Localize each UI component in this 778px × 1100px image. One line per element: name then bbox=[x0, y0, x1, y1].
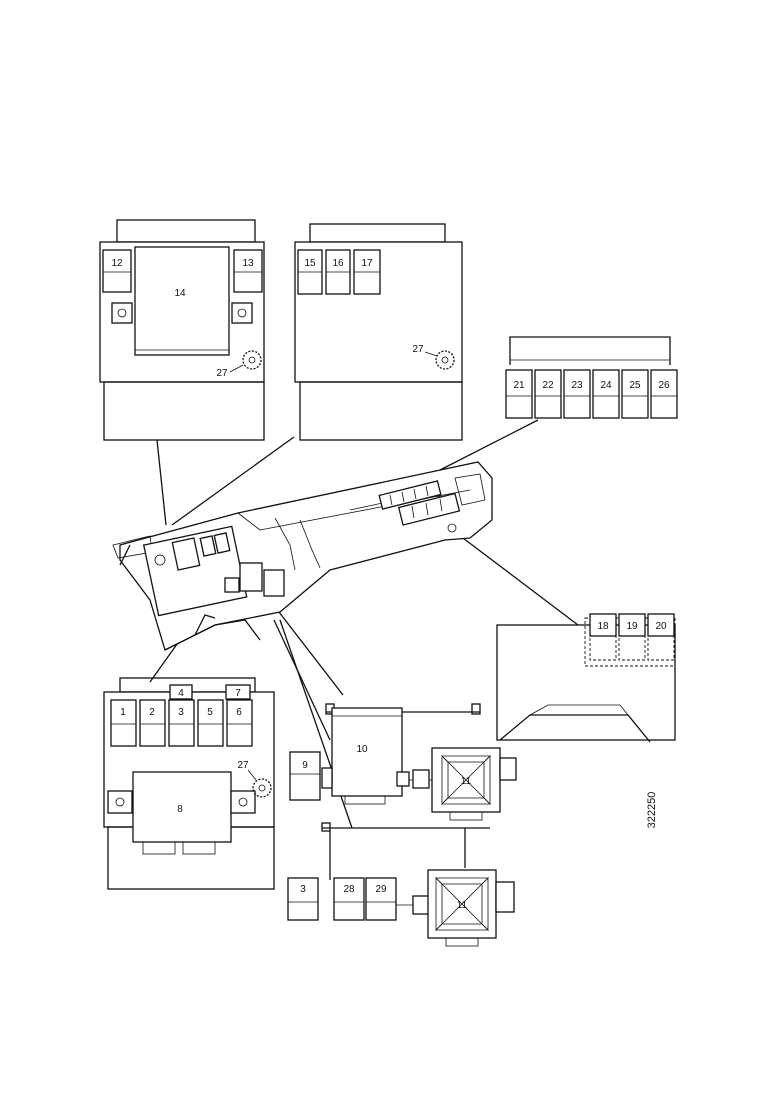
svg-text:19: 19 bbox=[626, 621, 638, 632]
svg-text:7: 7 bbox=[235, 688, 241, 699]
relay-7: 7 bbox=[225, 684, 251, 700]
svg-text:1: 1 bbox=[120, 707, 126, 718]
svg-text:9: 9 bbox=[302, 760, 308, 771]
figure-code: 322250 bbox=[646, 792, 658, 829]
socket bbox=[107, 790, 133, 814]
svg-text:26: 26 bbox=[658, 380, 670, 391]
svg-text:4: 4 bbox=[178, 688, 184, 699]
panel-bottom-left: 4 7 1 2 3 5 6 bbox=[103, 677, 275, 890]
relay-21: 21 bbox=[505, 369, 533, 419]
central-unit-8: 8 bbox=[132, 771, 232, 843]
svg-text:25: 25 bbox=[629, 380, 641, 391]
relay-1: 1 bbox=[110, 699, 137, 747]
relay-28: 28 bbox=[333, 877, 365, 921]
relay-29: 29 bbox=[365, 877, 397, 921]
svg-text:21: 21 bbox=[513, 380, 525, 391]
panel-bottom-middle-lower: 3 28 29 11 bbox=[287, 822, 515, 947]
socket bbox=[111, 302, 133, 324]
svg-text:11: 11 bbox=[457, 900, 468, 911]
relay-17: 17 bbox=[353, 249, 381, 295]
svg-text:27: 27 bbox=[216, 368, 228, 379]
svg-text:16: 16 bbox=[332, 258, 344, 269]
svg-text:20: 20 bbox=[655, 621, 667, 632]
relay-4: 4 bbox=[169, 684, 193, 700]
svg-text:28: 28 bbox=[343, 884, 355, 895]
svg-text:29: 29 bbox=[375, 884, 387, 895]
relay-9: 9 bbox=[289, 751, 321, 801]
panel-bottom-middle-upper: 10 9 11 bbox=[289, 703, 517, 821]
relay-15: 15 bbox=[297, 249, 323, 295]
relay-5: 5 bbox=[197, 699, 224, 747]
svg-text:12: 12 bbox=[111, 258, 123, 269]
svg-text:2: 2 bbox=[149, 707, 155, 718]
svg-text:5: 5 bbox=[207, 707, 213, 718]
relay-20: 20 bbox=[647, 613, 675, 661]
svg-text:6: 6 bbox=[236, 707, 242, 718]
relay-13: 13 bbox=[233, 249, 263, 293]
fuse-27: 27 bbox=[216, 350, 262, 379]
svg-text:3: 3 bbox=[178, 707, 184, 718]
svg-text:22: 22 bbox=[542, 380, 554, 391]
relay-18: 18 bbox=[589, 613, 617, 661]
relay-23: 23 bbox=[563, 369, 591, 419]
relay-3: 3 bbox=[168, 699, 195, 747]
module-11: 11 bbox=[427, 869, 497, 939]
unit-10: 10 bbox=[331, 707, 403, 805]
svg-text:8: 8 bbox=[177, 804, 183, 815]
svg-text:23: 23 bbox=[571, 380, 583, 391]
relay-block-sketch bbox=[378, 480, 461, 526]
relay-12: 12 bbox=[102, 249, 132, 293]
svg-text:18: 18 bbox=[597, 621, 609, 632]
panel-top-right: 21 22 23 24 25 26 bbox=[505, 336, 678, 419]
relay-26: 26 bbox=[650, 369, 678, 419]
svg-text:24: 24 bbox=[600, 380, 612, 391]
relay-16: 16 bbox=[325, 249, 351, 295]
module-11: 11 bbox=[431, 747, 501, 813]
relay-2: 2 bbox=[139, 699, 166, 747]
relay-25: 25 bbox=[621, 369, 649, 419]
svg-text:11: 11 bbox=[461, 776, 472, 787]
svg-text:27: 27 bbox=[237, 760, 249, 771]
dashboard-sketch bbox=[112, 461, 493, 651]
svg-text:17: 17 bbox=[361, 258, 373, 269]
socket bbox=[230, 790, 256, 814]
svg-text:3: 3 bbox=[300, 884, 306, 895]
relay-6: 6 bbox=[226, 699, 253, 747]
panel-top-left: 12 13 14 27 bbox=[99, 219, 265, 441]
relay-19: 19 bbox=[618, 613, 646, 661]
socket bbox=[231, 302, 253, 324]
central-unit-14: 14 bbox=[174, 288, 186, 299]
panel-right-middle: 18 19 20 bbox=[496, 613, 676, 743]
svg-text:13: 13 bbox=[242, 258, 254, 269]
panel-top-middle: 15 16 17 27 bbox=[294, 223, 463, 441]
svg-text:15: 15 bbox=[304, 258, 316, 269]
fuse-27: 27 bbox=[412, 344, 455, 370]
svg-text:27: 27 bbox=[412, 344, 424, 355]
relay-22: 22 bbox=[534, 369, 562, 419]
relay-3: 3 bbox=[287, 877, 319, 921]
fuse-27: 27 bbox=[237, 760, 272, 798]
svg-text:10: 10 bbox=[356, 744, 368, 755]
relay-24: 24 bbox=[592, 369, 620, 419]
